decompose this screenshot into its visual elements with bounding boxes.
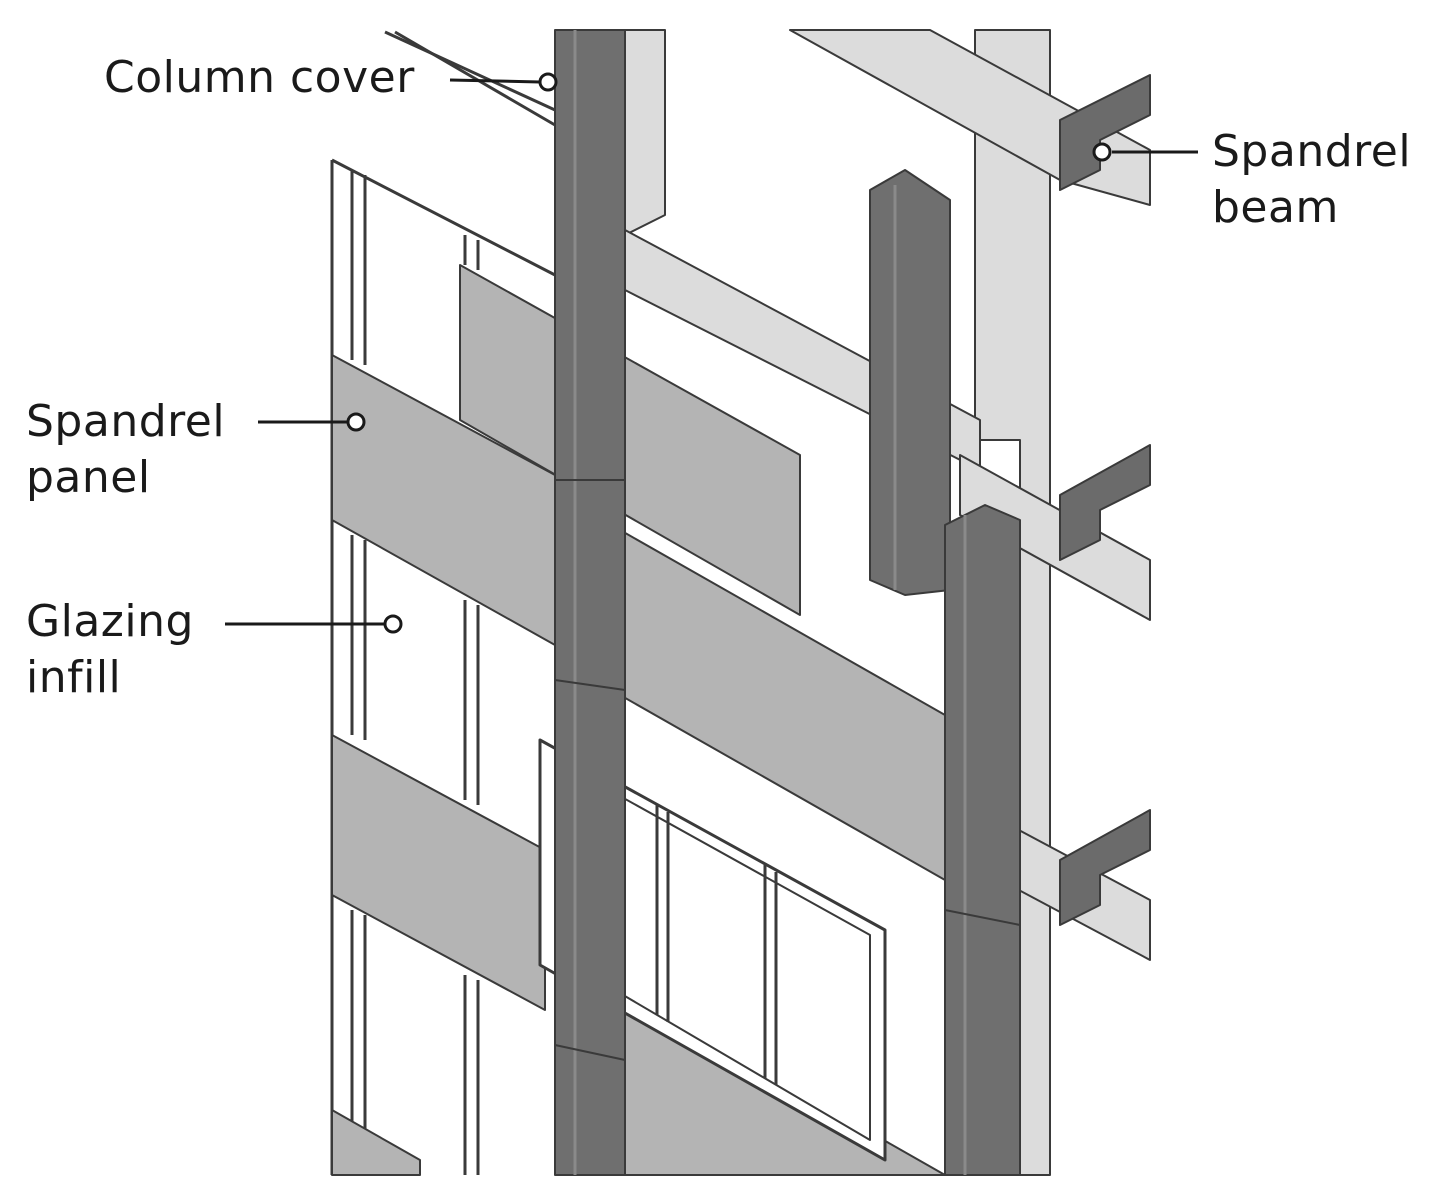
- column-cover-right: [944, 504, 1021, 1176]
- label-glazing-infill: Glazing infill: [26, 594, 194, 706]
- column-cover-left: [554, 29, 626, 1176]
- spandrel-panel-lower-left: [331, 734, 546, 1011]
- leader-dot-spandrel-panel: [346, 412, 366, 432]
- column-covers: [554, 29, 1021, 1176]
- spandrel-panel-bottom-left: [331, 1109, 421, 1176]
- column-cover-floating: [869, 169, 951, 596]
- spandrel-beam-top: [1059, 74, 1151, 191]
- spandrel-beam-sections: [1059, 74, 1151, 926]
- label-spandrel-beam-line1: Spandrel: [1212, 126, 1412, 177]
- spandrel-beam-bottom: [1059, 809, 1151, 926]
- label-spandrel-panel-line2: panel: [26, 452, 151, 503]
- leader-column-cover: [449, 78, 541, 84]
- spandrel-panel-upper: [459, 264, 801, 616]
- label-spandrel-panel-line1: Spandrel: [26, 396, 226, 447]
- label-column-cover-text: Column cover: [104, 52, 415, 103]
- label-spandrel-beam-line2: beam: [1212, 182, 1339, 233]
- label-glazing-infill-line2: infill: [26, 652, 122, 703]
- spandrel-beam-middle: [1059, 444, 1151, 561]
- glazing-mullions: [330, 30, 556, 1175]
- glazing-unit: [538, 738, 887, 1162]
- label-spandrel-beam: Spandrel beam: [1212, 124, 1411, 236]
- leader-lines: [225, 72, 1198, 634]
- leader-dot-glazing-infill: [383, 614, 403, 634]
- leader-dot-spandrel-beam: [1092, 142, 1112, 162]
- leader-dot-column-cover: [538, 72, 558, 92]
- label-spandrel-panel: Spandrel panel: [26, 394, 225, 506]
- label-column-cover: Column cover: [104, 50, 415, 106]
- label-glazing-infill-line1: Glazing: [26, 596, 194, 647]
